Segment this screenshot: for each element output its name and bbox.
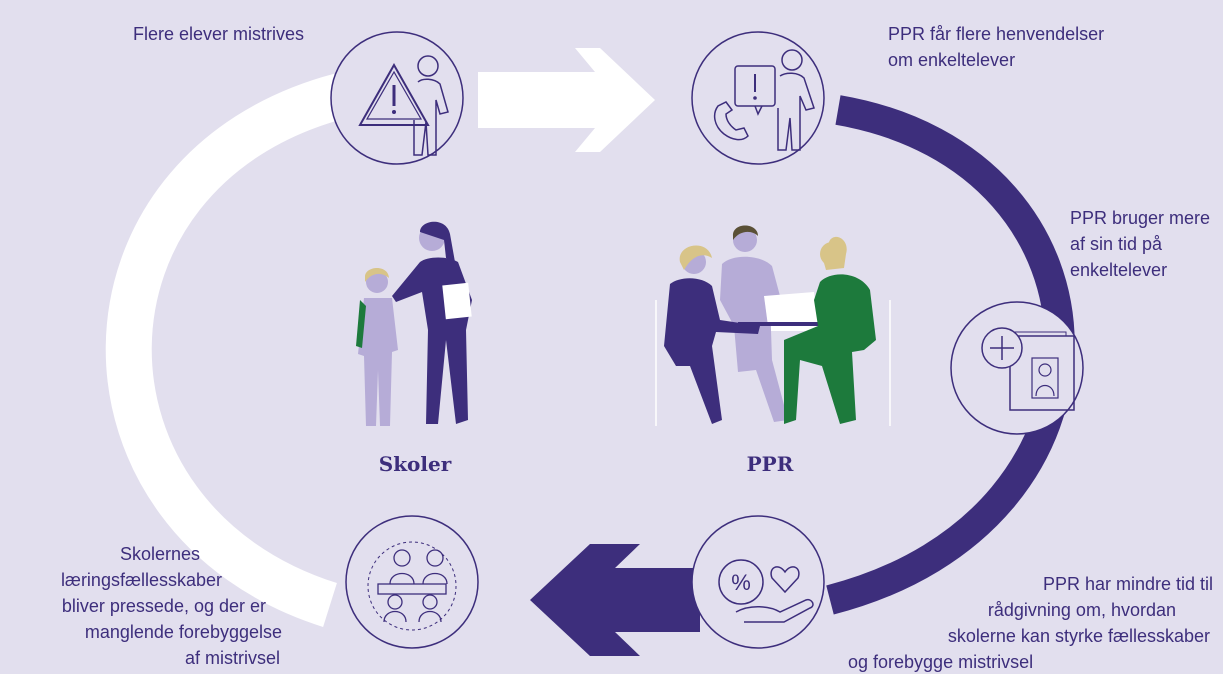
plus-profile-card-icon <box>950 301 1084 435</box>
schools-illustration <box>356 221 472 426</box>
warning-person-icon <box>330 31 464 165</box>
label-bottom-right-line4: og forebygge mistrivsel <box>848 652 1034 672</box>
label-bottom-left-line5: af mistrivsel <box>184 648 280 668</box>
phone-speech-person-icon <box>691 31 825 165</box>
dark-arrow-left <box>530 544 700 656</box>
label-bottom-left-line1: Skolernes <box>119 544 200 564</box>
label-bottom-right-line1: PPR har mindre tid til <box>1042 574 1213 594</box>
label-top-right-line2: om enkeltelever <box>888 50 1016 70</box>
schools-title: Skoler <box>378 452 452 476</box>
group-meeting-table-icon <box>345 515 479 649</box>
label-mid-right-line1: PPR bruger mere <box>1070 208 1211 228</box>
white-cycle-arc <box>105 73 346 627</box>
label-bottom-left-line3: bliver pressede, og der er <box>61 596 266 616</box>
white-arrow-right <box>478 48 655 152</box>
label-mid-right-line2: af sin tid på <box>1070 234 1163 254</box>
ppr-title: PPR <box>746 452 794 476</box>
label-top-right-line1: PPR får flere henvendelser <box>888 24 1105 44</box>
label-bottom-right-line2: rådgivning om, hvordan <box>987 600 1176 620</box>
label-bottom-left-line4: manglende forebyggelse <box>84 622 282 642</box>
ppr-illustration <box>655 225 891 426</box>
svg-text:%: % <box>731 570 751 595</box>
label-bottom-right-line3: skolerne kan styrke fællesskaber <box>947 626 1210 646</box>
label-mid-right-line3: enkeltelever <box>1070 260 1168 280</box>
percent-heart-hand-icon: % <box>691 515 825 649</box>
label-bottom-left-line2: læringsfællesskaber <box>60 570 222 590</box>
label-top-left: Flere elever mistrives <box>132 24 304 44</box>
